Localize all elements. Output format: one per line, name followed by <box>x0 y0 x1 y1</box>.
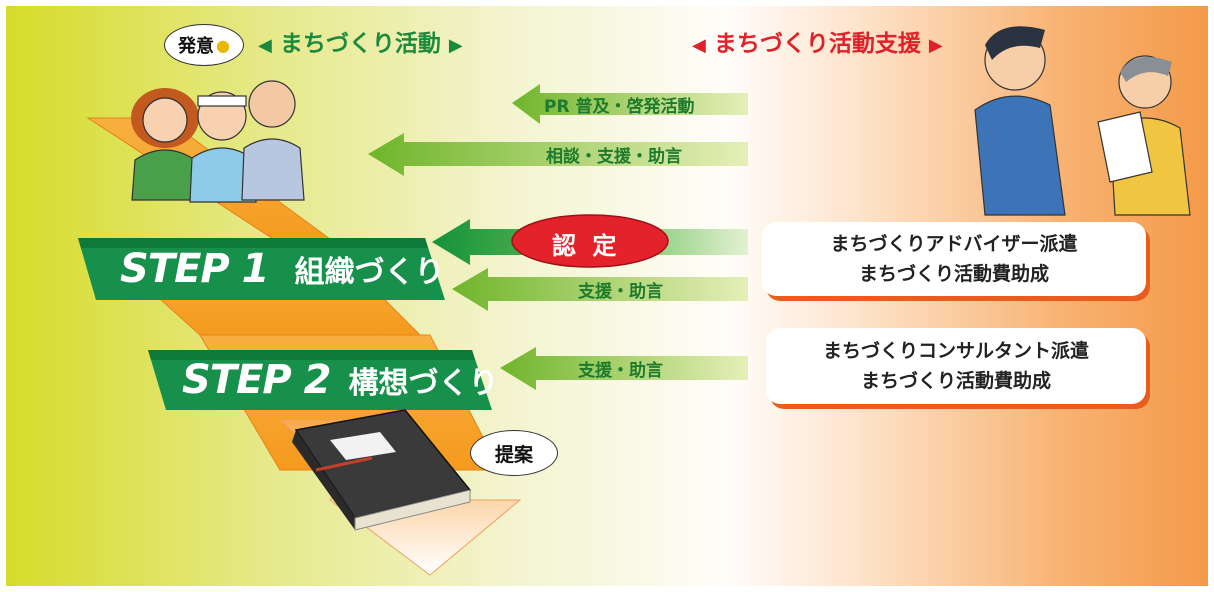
step2-text: STEP 2 構想づくり <box>182 350 499 410</box>
hatsui-label: 発意 <box>178 36 215 57</box>
step1-name: 組織づくり <box>294 255 445 290</box>
step1-label: STEP 1 <box>120 246 269 292</box>
header-right-label: まちづくり活動支援 <box>713 31 921 57</box>
triangle-right-icon: ▶ <box>448 35 463 56</box>
nintei-badge-label: 認 定 <box>552 232 621 260</box>
arrow-shien1 <box>452 268 748 311</box>
support-box-2-line1: まちづくりコンサルタント派遣 <box>822 340 1089 362</box>
arrow-pr <box>512 84 748 124</box>
teian-label: 提案 <box>494 443 533 466</box>
arrow-shien1-label: 支援・助言 <box>578 282 663 302</box>
proposal-book-illustration <box>292 409 472 531</box>
step1-text: STEP 1 組織づくり <box>120 238 445 300</box>
nintei-badge-shape <box>511 214 669 268</box>
triangle-left-icon: ◀ <box>692 35 706 56</box>
step2-banner <box>148 350 492 410</box>
support-box-1: まちづくりアドバイザー派遣 まちづくり活動費助成 <box>762 222 1146 296</box>
teian-bubble: 提案 <box>470 430 558 476</box>
arrow-shien2-label: 支援・助言 <box>578 361 663 381</box>
triangle-right-icon: ▶ <box>928 35 943 56</box>
arrow-soudan-label: 相談・支援・助言 <box>546 147 682 167</box>
step2-name: 構想づくり <box>348 366 499 401</box>
triangle-left-icon: ◀ <box>258 35 272 56</box>
residents-illustration <box>131 80 305 203</box>
step2-label: STEP 2 <box>182 357 331 403</box>
support-box-2-line2: まちづくり活動費助成 <box>860 370 1051 392</box>
lightbulb-icon: ● <box>216 35 230 55</box>
hatsui-bubble: 発意 ● <box>164 24 244 66</box>
arrow-pr-label: PR 普及・啓発活動 <box>544 97 695 117</box>
header-right: ◀ まちづくり活動支援 ▶ <box>692 24 943 58</box>
step1-banner <box>78 238 445 300</box>
support-box-2: まちづくりコンサルタント派遣 まちづくり活動費助成 <box>766 328 1146 404</box>
header-left-label: まちづくり活動 <box>279 31 441 57</box>
support-box-1-line1: まちづくりアドバイザー派遣 <box>830 233 1078 255</box>
support-box-1-line2: まちづくり活動費助成 <box>858 263 1049 285</box>
header-left: ◀ まちづくり活動 ▶ <box>258 24 463 58</box>
arrow-shien2 <box>500 347 748 390</box>
arrow-soudan <box>368 133 748 176</box>
supporters-illustration <box>974 26 1191 216</box>
